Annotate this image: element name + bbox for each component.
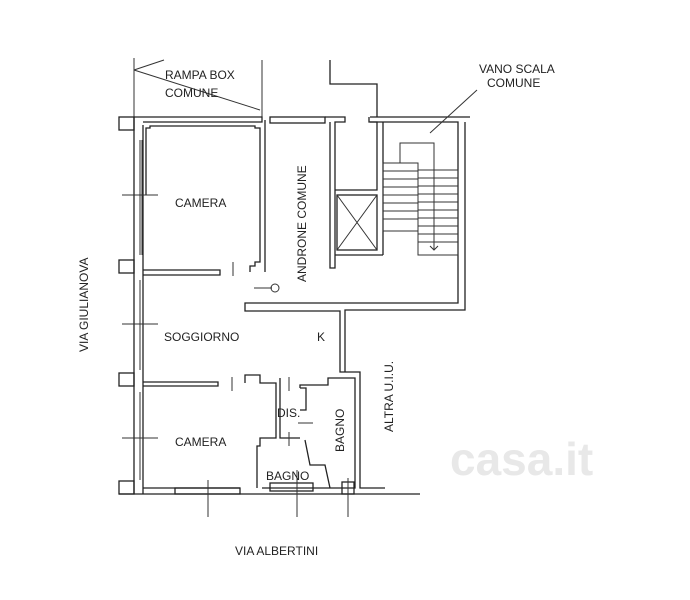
label-vano-comune: COMUNE (487, 76, 540, 90)
label-via-albertini: VIA ALBERTINI (235, 544, 318, 558)
label-bagno-bottom: BAGNO (266, 469, 309, 483)
label-rampa-box: RAMPA BOX (165, 68, 235, 82)
stairs (382, 89, 478, 256)
rampa-box (133, 58, 263, 117)
label-via-giulianova: VIA GIULIANOVA (77, 258, 91, 352)
label-camera-bottom: CAMERA (175, 435, 226, 449)
label-androne: ANDRONE COMUNE (295, 165, 309, 282)
label-vano-scala: VANO SCALA (479, 62, 555, 76)
label-altra-uiu: ALTRA U.I.U. (382, 361, 396, 432)
label-rampa-comune: COMUNE (165, 86, 218, 100)
label-dis: DIS. (277, 406, 300, 420)
walls (118, 60, 470, 495)
label-k: K (317, 330, 325, 344)
label-soggiorno: SOGGIORNO (164, 330, 239, 344)
label-camera-top: CAMERA (175, 196, 226, 210)
section-marks (122, 194, 349, 517)
watermark: casa.it (450, 433, 593, 485)
label-bagno-right: BAGNO (333, 409, 347, 452)
